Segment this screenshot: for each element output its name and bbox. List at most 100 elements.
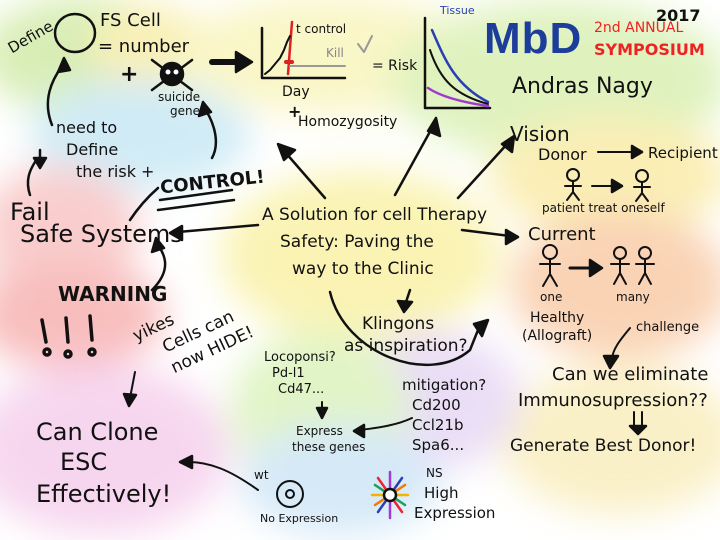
year-label: 2017 [656,6,701,25]
graph-tissue-axes [423,16,492,110]
arrow-from-center-up-left [283,150,327,200]
vision-label: Vision [510,122,570,146]
graph-purple-curve [426,86,490,108]
arrow-control-to-suicide [203,108,218,160]
high-expression-cell-icon [370,470,410,520]
day-label: Day [282,84,310,100]
patient-treat-label: patient treat oneself [542,201,665,215]
center-title-line-1: A Solution for cell Therapy [262,205,488,225]
eliminate-line-1: Can we eliminate [552,364,709,385]
equals-number-label: = number [98,36,190,57]
suicide-gene-line-1: suicide [158,90,201,104]
skull-icon [150,58,194,92]
tissue-label: Tissue [440,4,475,17]
healthy-line-2: (Allograft) [522,328,593,344]
blob-pink-bottomleft [0,365,230,535]
arrow-head-cells-to-clone [178,454,194,470]
exclamation-marks [40,314,97,359]
vision-donor-arrow-head [630,144,644,160]
challenge-arrow-head [602,354,620,370]
need-to-line-3: the risk + [76,162,155,181]
control-underline-2 [156,198,236,212]
warning-label: WARNING [58,282,168,306]
blob-pink-left [0,165,140,295]
blob-yellow-right [490,115,720,235]
clone-line-2: ESC [60,448,108,476]
many-label: many [616,290,650,304]
need-to-line-1: need to [56,118,118,137]
need-to-line-2: Define [66,140,119,159]
center-title-line-2: Safety: Paving the [280,232,434,252]
arrow-control-from-failsafe [128,186,160,222]
klingons-line-2: as inspiration? [344,336,468,356]
kill-label: Kill [326,46,344,60]
mitigation-line-4: Spa6... [412,436,465,454]
locoponsi-line-1: Locoponsi? [264,350,336,365]
graph-black-curve [429,49,489,105]
arrow-from-center-up-right [393,126,434,197]
arrow-head-need-up [56,56,72,74]
no-expression-label: No Expression [260,512,339,525]
blob-orange-right [510,210,720,360]
arrow-to-vision [456,141,510,200]
donor-label: Donor [538,145,587,164]
t-control-label: t control [296,22,347,36]
arrow-head-up-left [276,142,297,162]
blob-red-left [0,260,165,370]
plus-symbol: + [120,62,139,87]
patient-figure-1 [564,168,582,201]
express-line-1: Express [296,424,343,438]
generate-label: Generate Best Donor! [510,436,697,456]
one-label: one [540,290,563,304]
double-down-arrow-head [628,424,648,436]
klingon-arc [328,290,482,366]
clone-line-3: Effectively! [36,480,172,508]
center-title-line-3: way to the Clinic [292,259,434,279]
graph-red-spike [286,20,294,76]
ns-label: NS [426,466,443,480]
arrow-head-warning-up [150,236,166,254]
graph-check-mark [357,35,373,53]
arrow-head-klingons [396,299,414,314]
arrow-head-yikes-down [122,392,138,408]
mitigation-line-3: Ccl21b [412,416,464,434]
graph-control-axes [260,26,347,80]
locoponsi-line-3: Cd47... [278,382,325,397]
current-arrow-head [588,258,604,278]
equals-risk-label: = Risk [372,58,418,74]
arrow-to-current [460,228,512,238]
arrow-head-mitigation [352,423,366,439]
wt-cell-icon [276,480,304,508]
graph-blue-curve [430,28,490,104]
fs-cell-label: FS Cell [100,10,161,31]
healthy-line-1: Healthy [530,310,585,326]
safe-systems-label: Safe Systems [20,220,183,248]
arrow-fail-up [26,160,37,197]
event-line-2: SYMPOSIUM [594,40,705,59]
arrow-head-up-right [426,116,442,138]
arrow-to-failsafe [176,223,260,234]
current-one-figure [539,244,561,287]
recipient-label: Recipient [648,144,718,162]
speaker-name: Andras Nagy [512,74,653,99]
current-label: Current [528,224,596,245]
arrow-mitigation-to-express [359,417,413,431]
blob-yellow-bottomright [500,365,720,515]
high-expression-line-1: High [424,484,459,502]
blob-blue-topleft [30,80,250,190]
eliminate-line-2: Immunosupression?? [518,390,708,411]
graph-plus-label: + [288,102,302,121]
graph-control-curve [264,35,291,75]
control-underline-1 [158,188,234,202]
arrow-head-control-to-suicide [197,100,213,118]
klingons-line-1: Klingons [362,314,435,334]
arrow-head-need-down [32,156,48,170]
high-expression-line-2: Expression [414,504,496,522]
blob-yellow-center [220,170,500,340]
arrow-cells-to-clone [187,461,259,491]
suicide-gene-line-2: gene [170,104,200,118]
mitigation-line-2: Cd200 [412,396,461,414]
arrow-to-graph [209,50,254,74]
